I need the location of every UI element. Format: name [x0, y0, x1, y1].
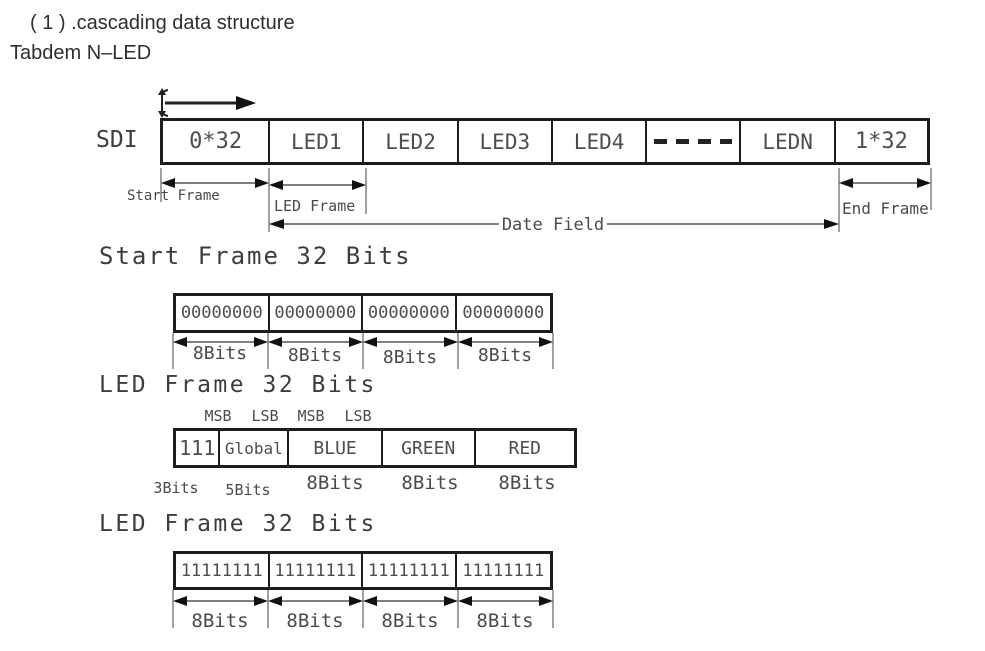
msb-label: MSB — [204, 407, 232, 425]
end-frame-byte: 11111111 — [462, 560, 545, 581]
sdi-cell-end: 1*32 — [854, 129, 908, 154]
sdi-cell-led2: LED2 — [364, 121, 459, 162]
start-frame-byte: 00000000 — [462, 303, 545, 323]
lsb-label: LSB — [251, 407, 279, 425]
led-frame-global-cell: Global — [220, 431, 290, 465]
start-frame-span-label: Start Frame — [127, 188, 220, 204]
led-frame-start-bits-cell: 111 — [176, 431, 221, 465]
end-frame-span-label: End Frame — [842, 199, 929, 218]
end-frame-bits-label: 8Bits — [286, 610, 344, 632]
msb-label: MSB — [297, 407, 325, 425]
end-frame-byte: 11111111 — [270, 554, 364, 587]
sdi-label: SDI — [96, 127, 138, 153]
end-frame-heading: LED Frame 32 Bits — [99, 511, 377, 537]
lsb-label: LSB — [344, 407, 372, 425]
led-frame-bits-label: 8Bits — [306, 472, 364, 494]
end-frame-byte: 11111111 — [176, 554, 270, 587]
end-frame-bits-label: 8Bits — [381, 610, 439, 632]
sdi-cell-start: 0*32 — [163, 121, 271, 162]
end-frame-byte: 11111111 — [363, 554, 457, 587]
led-frame-bits-label: 3Bits — [153, 479, 199, 497]
end-frame-bits-label: 8Bits — [476, 610, 534, 632]
start-frame-bits-label: 8Bits — [477, 345, 533, 366]
sdi-cell-led1: LED1 — [270, 121, 365, 162]
page-title: ( 1 ) .cascading data structure — [30, 12, 295, 34]
led-frame-red-cell: RED — [508, 437, 542, 459]
end-frame-row: 11111111 11111111 11111111 11111111 — [173, 551, 553, 590]
led-frame-row: 111 Global BLUE GREEN RED — [173, 428, 577, 468]
start-frame-bits-label: 8Bits — [382, 347, 438, 368]
start-frame-byte: 00000000 — [176, 296, 270, 330]
led-frame-bits-label: 8Bits — [401, 472, 459, 494]
end-frame-bits-label: 8Bits — [191, 610, 249, 632]
start-frame-heading: Start Frame 32 Bits — [99, 242, 412, 270]
sdi-cell-led3: LED3 — [459, 121, 553, 162]
clock-start-arrow-icon — [158, 88, 256, 118]
led-frame-green-cell: GREEN — [383, 431, 476, 465]
sdi-frame-row: 0*32 LED1 LED2 LED3 LED4 LEDN 1*32 — [160, 118, 930, 165]
sdi-cell-continuation — [647, 121, 742, 162]
dashes-ellipsis-icon — [654, 139, 733, 144]
start-frame-bits-label: 8Bits — [287, 345, 343, 366]
led-frame-bits-label: 8Bits — [498, 472, 556, 494]
led-frame-heading: LED Frame 32 Bits — [99, 372, 377, 398]
page-subtitle: Tabdem N–LED — [10, 42, 152, 64]
led-frame-blue-cell: BLUE — [289, 431, 383, 465]
start-frame-byte: 00000000 — [363, 296, 457, 330]
led-frame-bits-label: 5Bits — [225, 481, 271, 499]
sdi-cell-led4: LED4 — [553, 121, 648, 162]
start-frame-byte: 00000000 — [270, 296, 364, 330]
start-frame-row: 00000000 00000000 00000000 00000000 — [173, 293, 553, 333]
sdi-cell-ledn: LEDN — [741, 121, 836, 162]
start-frame-bits-label: 8Bits — [192, 343, 248, 364]
led-frame-span-label: LED Frame — [274, 197, 356, 215]
date-field-span-label: Date Field — [498, 215, 608, 235]
end-frame-dimension-lines — [172, 590, 554, 628]
start-frame-dimension-lines — [172, 333, 554, 369]
